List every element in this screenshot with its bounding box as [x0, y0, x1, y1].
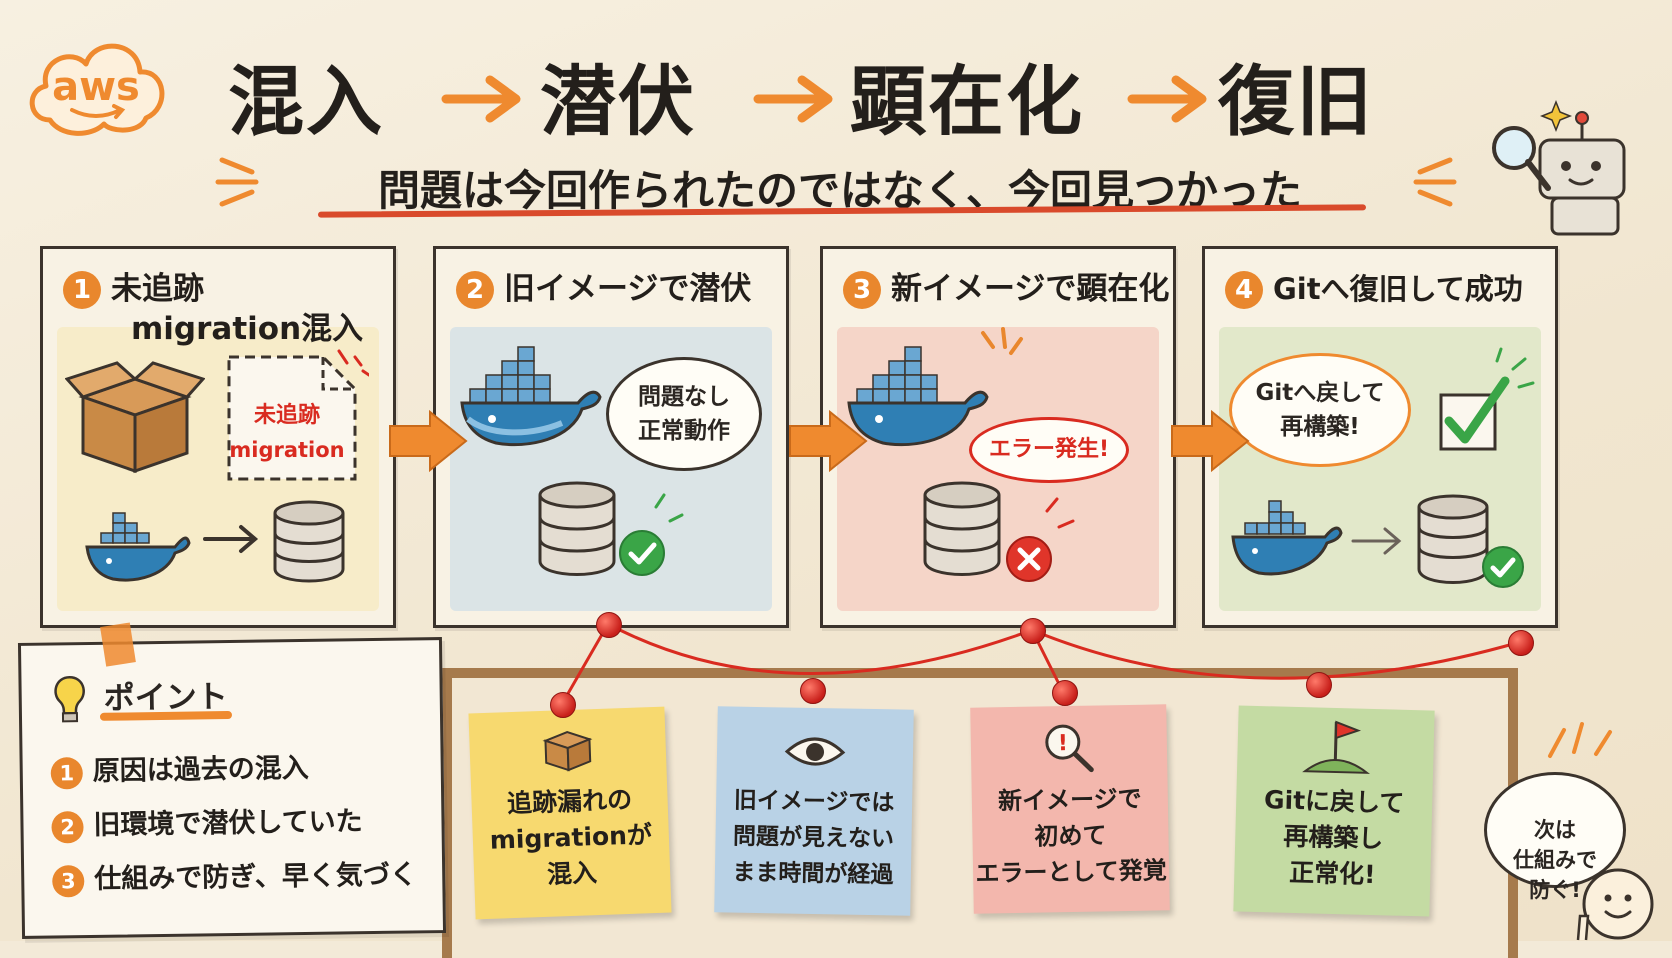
- point-item: 3 仕組みで防ぎ、早く気づく: [52, 852, 418, 898]
- sticky-note-latent: 旧イメージでは 問題が見えない まま時間が経過: [714, 706, 914, 916]
- push-pin: [550, 692, 576, 718]
- push-pin: [1306, 672, 1332, 698]
- panel-number: 3: [843, 271, 881, 309]
- step-arrow-2: [789, 409, 868, 473]
- panel-title: Gitへ復旧して成功: [1273, 272, 1523, 306]
- docker-whale-icon: [460, 346, 602, 447]
- bubble-line2: 正常動作: [638, 418, 730, 444]
- title-word-mix: 混入: [228, 57, 384, 146]
- step-arrow-3: [1171, 409, 1250, 473]
- title-word-latent: 潜伏: [540, 57, 696, 146]
- push-pin: [1508, 630, 1534, 656]
- mascot-bubble-text: 次は 仕組みで 防ぐ!: [1513, 818, 1597, 902]
- database-icon: [273, 500, 345, 583]
- point-num: 2: [51, 810, 84, 844]
- alert-marks-icon: [981, 327, 1023, 355]
- lightbulb-icon: [54, 676, 85, 723]
- panel-number: 1: [63, 271, 101, 309]
- point-text: 仕組みで防ぎ、早く気づく: [94, 859, 418, 895]
- push-pin: [1052, 680, 1078, 706]
- panel-title: 旧イメージで潜伏: [504, 271, 752, 307]
- tape: [100, 622, 136, 667]
- checkbox-checked-icon: [1439, 347, 1535, 451]
- emphasis-marks-right: [1413, 157, 1457, 207]
- svg-text:!: !: [1058, 731, 1068, 756]
- untracked-file-icon: [227, 349, 369, 481]
- panel-title-line1: 未追跡: [111, 271, 204, 307]
- emphasis-marks-icon: [1548, 722, 1612, 758]
- robot-mascot-icon: [1492, 99, 1626, 236]
- panel-4-recover: 4 Gitへ復旧して成功 Gitへ戻して 再構築!: [1202, 246, 1558, 628]
- panel-number: 2: [456, 271, 494, 309]
- title-word-surface: 顕在化: [850, 57, 1084, 146]
- database-ok-icon: [538, 481, 684, 576]
- speech-bubble-error: エラー発生!: [969, 417, 1129, 483]
- database-ok-icon: [1417, 494, 1524, 588]
- bubble-line1: 問題なし: [638, 384, 730, 410]
- aws-cloud-logo: aws: [29, 43, 165, 136]
- panel-number: 4: [1225, 271, 1263, 309]
- eye-icon: [784, 737, 846, 766]
- sticky-note-surface: ! 新イメージで 初めて エラーとして発覚: [970, 704, 1170, 914]
- title-arrow-1: [441, 75, 521, 123]
- title-word-recover: 復旧: [1218, 57, 1374, 146]
- panel-1-mix: 1 未追跡 migration混入 未追跡 migration: [40, 246, 396, 628]
- sticky-note-recover: Gitに戻して 再構築し 正常化!: [1233, 705, 1435, 917]
- panel-2-latent: 2 旧イメージで潜伏 問題なし 正常動作: [433, 246, 789, 628]
- point-num: 3: [52, 864, 85, 898]
- box-icon: [542, 730, 593, 772]
- panel-title: 新イメージで顕在化: [891, 271, 1170, 307]
- speech-bubble-ok: 問題なし 正常動作: [606, 357, 762, 471]
- push-pin: [800, 678, 826, 704]
- point-item: 1 原因は過去の混入: [50, 746, 309, 790]
- smiley-mascot-icon: [1576, 868, 1654, 941]
- magnifier-alert-icon: !: [1045, 724, 1094, 773]
- docker-whale-icon: [1231, 500, 1343, 576]
- file-label-line2: migration: [229, 438, 345, 462]
- push-pin: [596, 612, 622, 638]
- title-arrow-3: [1127, 75, 1207, 123]
- docker-whale-icon: [847, 346, 989, 447]
- point-item: 2 旧環境で潜伏していた: [51, 799, 363, 844]
- aws-logo-text: aws: [52, 64, 140, 110]
- flow-arrow-icon: [203, 525, 259, 553]
- heading-underline: [99, 710, 233, 721]
- title-arrow-2: [753, 75, 833, 123]
- sticky-note-mix: 追跡漏れの migrationが 混入: [468, 706, 672, 920]
- point-text: 原因は過去の混入: [92, 752, 309, 787]
- panel-3-surface: 3 新イメージで顕在化 エラー発生!: [820, 246, 1176, 628]
- step-arrow-1: [389, 409, 468, 473]
- bubble-line1: Gitへ戻して: [1255, 380, 1385, 406]
- file-label: 未追跡 migration: [219, 399, 355, 467]
- panel-title-line2: migration混入: [131, 311, 364, 347]
- point-text: 旧環境で潜伏していた: [93, 806, 363, 841]
- point-num: 1: [50, 756, 83, 790]
- file-label-line1: 未追跡: [253, 403, 320, 428]
- emphasis-marks-left: [215, 157, 259, 207]
- flag-icon: [1302, 720, 1370, 774]
- flow-arrow-icon: [1351, 527, 1402, 555]
- cardboard-box-icon: [65, 361, 205, 474]
- mascot-speech-bubble: 次は 仕組みで 防ぐ!: [1484, 772, 1626, 902]
- docker-whale-icon: [85, 512, 191, 582]
- database-error-icon: [923, 481, 1075, 582]
- speech-bubble-rebuild: Gitへ戻して 再構築!: [1229, 353, 1411, 467]
- push-pin: [1020, 618, 1046, 644]
- bubble-line2: 再構築!: [1280, 414, 1360, 440]
